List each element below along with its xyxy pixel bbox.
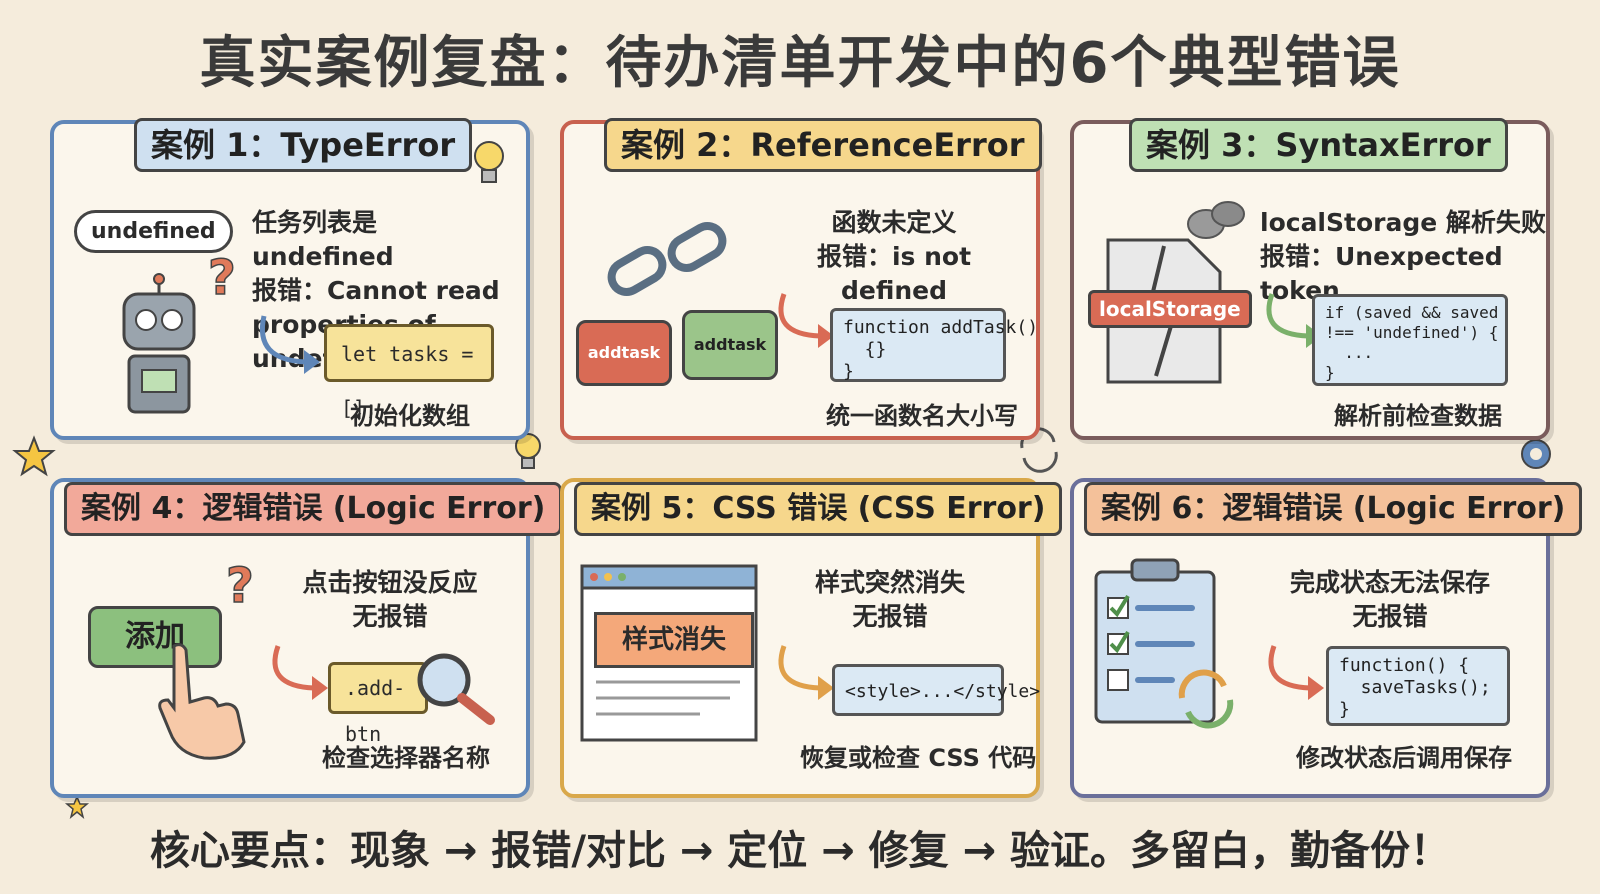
svg-text:?: ? — [208, 250, 236, 306]
thought-bubble: undefined — [74, 210, 233, 253]
curved-arrow-icon — [778, 645, 834, 700]
code-box: function() { saveTasks(); } — [1326, 646, 1510, 726]
case-tag: 案例 5：CSS 错误 (CSS Error) — [574, 482, 1063, 536]
error-text: 无报错 — [352, 602, 428, 631]
gear-icon — [1521, 439, 1551, 469]
case-card-6: 案例 6：逻辑错误 (Logic Error) 完成状态无法保存 无报错 fun… — [1070, 478, 1583, 798]
lightbulb-icon — [515, 433, 541, 469]
fix-text: 恢复或检查 CSS 代码 — [800, 744, 1037, 772]
case-tag: 案例 3：SyntaxError — [1129, 118, 1508, 172]
code-box: function addTask() {} } — [830, 308, 1038, 382]
case-tag: 案例 2：ReferenceError — [604, 118, 1042, 172]
error-text: 无报错 — [852, 602, 928, 631]
style-missing-banner: 样式消失 — [594, 612, 754, 668]
code-box: if (saved && saved !== 'undefined') { ..… — [1312, 294, 1508, 386]
case-tag: 案例 1：TypeError — [134, 118, 473, 172]
case-card-1: 案例 1：TypeError undefined ? 任务列表是 undefin… — [50, 118, 530, 440]
hand-pointer-icon — [158, 643, 246, 760]
symptom-text: 任务列表是 undefined — [252, 208, 394, 271]
curved-arrow-icon — [272, 645, 328, 700]
lightbulb-icon — [474, 141, 504, 183]
fix-text: 统一函数名大小写 — [826, 402, 1018, 430]
symptom-text: 函数未定义 — [831, 208, 957, 237]
add-button-illustration: 添加 — [88, 606, 222, 668]
curved-arrow-icon — [778, 293, 834, 348]
case-card-4: 案例 4：逻辑错误 (Logic Error) ? 添加 点击按钮没反应 无报错… — [50, 478, 563, 798]
fix-text: 初始化数组 — [350, 402, 470, 430]
page-title: 真实案例复盘：待办清单开发中的6个典型错误 — [199, 31, 1401, 96]
symptom-text: 完成状态无法保存 — [1289, 568, 1490, 597]
fix-text: 解析前检查数据 — [1334, 402, 1502, 430]
error-text: 报错：is not defined — [816, 242, 972, 305]
broken-chain-icon — [607, 222, 727, 296]
refresh-icon — [1178, 669, 1234, 729]
curved-arrow-icon — [1268, 645, 1324, 700]
case-tag: 案例 6：逻辑错误 (Logic Error) — [1084, 482, 1583, 536]
svg-text:?: ? — [226, 558, 254, 614]
code-tag: .add-btn — [328, 662, 428, 746]
symptom-text: 样式突然消失 — [814, 568, 965, 597]
code-scroll: let tasks = []; — [324, 324, 494, 420]
symptom-text: localStorage 解析失败 — [1260, 208, 1546, 237]
robot-icon — [122, 273, 196, 414]
key-takeaway: 核心要点：现象 → 报错/对比 → 定位 → 修复 → 验证。多留白，勤备份！ — [149, 828, 1451, 874]
fix-text: 检查选择器名称 — [322, 744, 490, 772]
error-text: 报错：Cannot read — [252, 276, 500, 305]
star-icon — [64, 795, 90, 820]
localstorage-label: localStorage — [1088, 290, 1252, 328]
star-icon — [12, 435, 56, 477]
case-card-2: 案例 2：ReferenceError addtask addtask 函数未定… — [560, 118, 1042, 440]
curved-arrow-icon — [259, 315, 320, 374]
question-icon: ? — [207, 249, 236, 307]
error-text: 无报错 — [1352, 602, 1428, 631]
smoke-icon — [1187, 201, 1245, 239]
puzzle-piece-red: addtask — [576, 320, 672, 386]
puzzle-piece-green: addtask — [682, 310, 778, 380]
magnifier-icon — [417, 653, 495, 725]
symptom-text: 点击按钮没反应 — [302, 568, 478, 597]
question-icon: ? — [225, 557, 254, 615]
fix-text: 修改状态后调用保存 — [1296, 744, 1512, 772]
case-card-3: 案例 3：SyntaxError localStorage localStora… — [1070, 118, 1550, 440]
code-box: <style>...</style> — [832, 664, 1040, 716]
case-card-5: 案例 5：CSS 错误 (CSS Error) 样式消失 样式突然消失 无报错 … — [560, 478, 1063, 798]
error-text: 报错：Unexpected token — [1260, 242, 1503, 305]
case-tag: 案例 4：逻辑错误 (Logic Error) — [64, 482, 563, 536]
